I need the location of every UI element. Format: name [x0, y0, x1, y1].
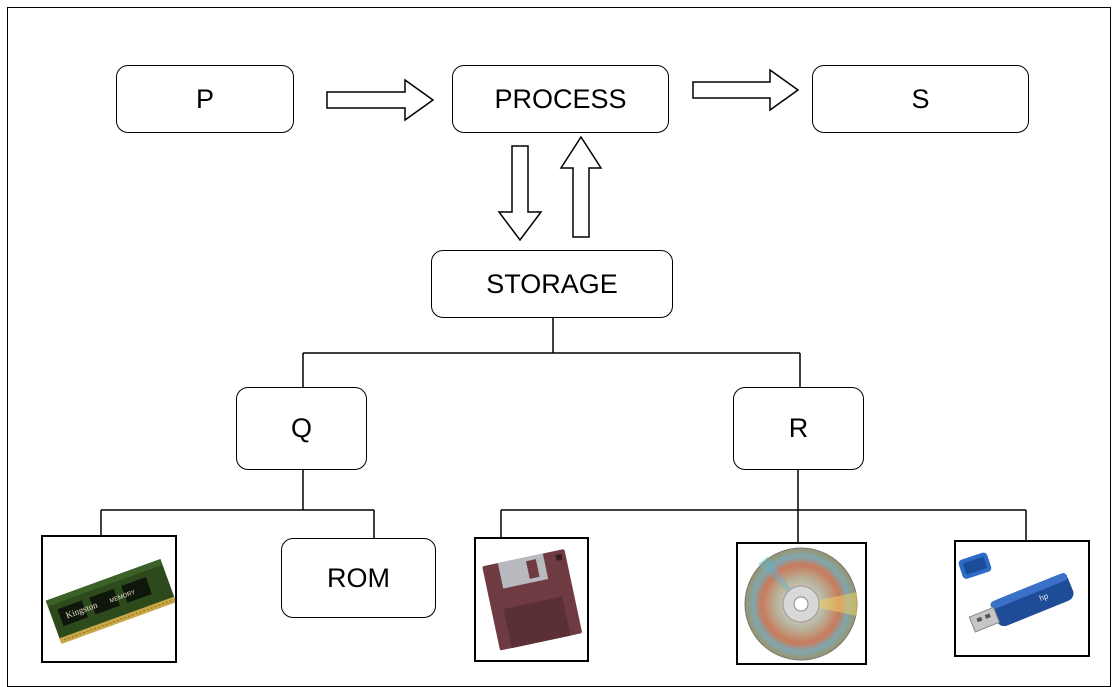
node-s: S	[812, 65, 1029, 133]
arrow-storage-to-process	[559, 135, 603, 238]
floppy-image	[474, 537, 589, 662]
node-p-label: P	[195, 83, 214, 114]
line-storage-branch	[302, 317, 801, 387]
arrow-process-to-storage	[497, 145, 543, 242]
arrow-process-to-s	[692, 68, 800, 112]
node-r-label: R	[788, 413, 809, 443]
node-p: P	[116, 65, 294, 133]
cd-image	[736, 542, 867, 665]
node-s-label: S	[911, 83, 930, 114]
node-storage: STORAGE	[431, 250, 673, 318]
node-q-label: Q	[290, 413, 312, 443]
ram-image: Kingston MEMORY	[41, 535, 177, 663]
floppy-disk-icon	[482, 549, 582, 651]
line-r-branch	[500, 470, 1027, 542]
node-r: R	[733, 387, 864, 470]
svg-text:hp: hp	[1038, 591, 1050, 603]
node-storage-label: STORAGE	[486, 268, 618, 299]
node-process: PROCESS	[452, 65, 669, 133]
usb-flash-drive-icon: hp	[958, 552, 1074, 633]
node-rom-label: ROM	[327, 562, 390, 593]
compact-disc-icon	[744, 547, 858, 661]
node-process-label: PROCESS	[494, 83, 627, 114]
node-rom: ROM	[281, 538, 436, 618]
node-q: Q	[236, 387, 367, 470]
ram-memory-module-icon: Kingston MEMORY	[45, 559, 175, 644]
arrow-p-to-process	[326, 78, 435, 122]
usb-image: hp	[954, 540, 1090, 657]
line-q-branch	[100, 469, 375, 538]
